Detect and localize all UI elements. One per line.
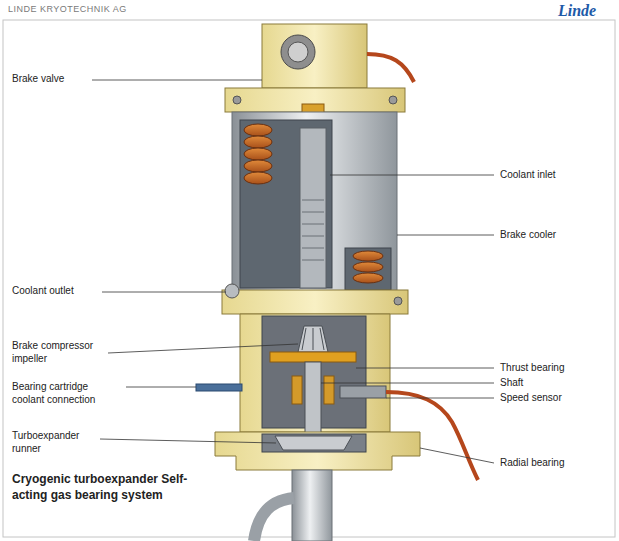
thrust-bearing-disc: [270, 352, 356, 362]
part-label: Coolant outlet: [12, 285, 74, 298]
shaft-fins: [302, 200, 324, 260]
turboexpander-runner: [262, 434, 366, 452]
leader-line: [356, 368, 494, 369]
inlet-pipe: [254, 498, 294, 541]
label-slot: Turboexpander runner: [12, 430, 96, 455]
part-label: Bearing cartridge coolant connection: [12, 381, 122, 406]
label-slot: Brake valve: [12, 73, 64, 86]
bottom-flange: [215, 432, 420, 470]
label-slot: Shaft: [500, 377, 523, 390]
valve-knob: [281, 35, 315, 69]
part-label: Speed sensor: [500, 392, 562, 405]
part-label: Shaft: [500, 377, 523, 390]
leader-lines: [92, 80, 494, 463]
leader-line: [321, 383, 494, 384]
leader-line: [420, 448, 494, 463]
shaft: [305, 362, 321, 434]
speed-sensor-body: [340, 386, 386, 398]
part-label: Brake cooler: [500, 229, 556, 242]
label-slot: Coolant outlet: [12, 285, 74, 298]
compressor-impeller: [298, 326, 328, 352]
logo-text: Linde: [558, 1, 596, 21]
label-slot: Brake cooler: [500, 229, 556, 242]
leader-line: [100, 439, 276, 443]
leader-line: [330, 175, 494, 176]
part-label: Turboexpander runner: [12, 430, 96, 455]
label-slot: Speed sensor: [500, 392, 562, 405]
radial-bearing-sleeve: [292, 376, 302, 404]
label-slot: Thrust bearing: [500, 362, 564, 375]
cutaway-interior: [345, 248, 391, 290]
part-label: Thrust bearing: [500, 362, 564, 375]
part-label: Radial bearing: [500, 457, 565, 470]
cutaway-interior: [240, 120, 332, 288]
middle-flange: [222, 290, 408, 314]
part-label: Brake compressor impeller: [12, 340, 104, 365]
label-slot: Coolant inlet: [500, 169, 556, 182]
label-slot: Radial bearing: [500, 457, 565, 470]
leader-line: [108, 344, 298, 353]
cooling-coil: [353, 251, 383, 283]
radial-bearing-sleeve: [324, 376, 334, 404]
valve-cable: [367, 54, 414, 82]
caption-slot: Cryogenic turboexpander Self-acting gas …: [12, 472, 217, 503]
header-text: LINDE KRYOTECHNIK AG: [8, 4, 127, 15]
leader-line: [102, 292, 226, 293]
leader-line: [397, 235, 494, 236]
caption: Cryogenic turboexpander Self-acting gas …: [12, 472, 217, 503]
central-shaft: [300, 128, 326, 288]
cooling-coil: [244, 124, 272, 184]
brake-valve-housing: [262, 24, 367, 88]
bolt: [389, 96, 397, 104]
leader-line: [126, 387, 196, 388]
part-label: Coolant inlet: [500, 169, 556, 182]
coolant-outlet-fitting: [225, 284, 239, 298]
leader-line: [386, 398, 494, 399]
bolt: [233, 96, 241, 104]
impeller-blades: [302, 328, 324, 350]
outlet-pipe: [292, 470, 332, 541]
part-label: Brake valve: [12, 73, 64, 86]
bolt: [394, 297, 402, 305]
coolant-pipe: [196, 384, 242, 391]
label-slot: Bearing cartridge coolant connection: [12, 381, 122, 406]
label-slot: Linde: [558, 1, 596, 21]
valve-knob-cap: [288, 42, 308, 62]
label-slot: Brake compressor impeller: [12, 340, 104, 365]
frame: [3, 20, 615, 537]
label-slot: LINDE KRYOTECHNIK AG: [8, 4, 127, 15]
runner-wheel: [275, 436, 352, 450]
brake-cooler-cylinder: [232, 112, 397, 292]
leader-line: [92, 80, 262, 81]
